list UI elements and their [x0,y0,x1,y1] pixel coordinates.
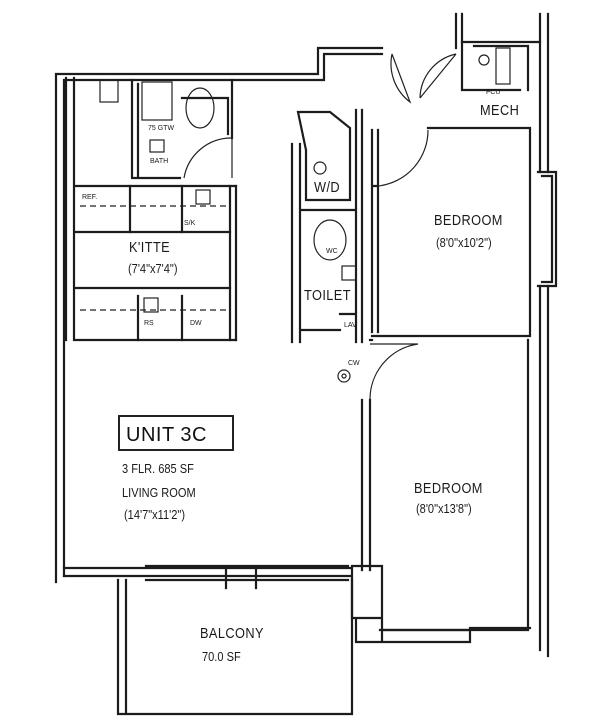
bedroom2-name: BEDROOM [414,480,483,497]
exterior-wall-right [538,12,550,658]
kitchen-dims: (7'4"x7'4") [128,261,178,276]
fixture-range: RS [144,320,154,327]
bedroom2-door-swing [369,343,419,401]
washer-dryer-stack [313,161,327,175]
bath-walls [130,78,234,180]
mech-unit [495,47,511,85]
kitchen-name: K'ITTE [129,239,171,256]
kitchen-partition [128,184,238,342]
fixture-cw: CW [348,360,360,367]
exterior-wall [54,46,384,584]
bedroom-window-frame [536,170,558,288]
toilet-room-lav [341,265,357,281]
balcony-edge [116,578,354,716]
fixture-fcu: FCU [486,89,501,96]
fcu-symbol [337,369,351,383]
fixture-ref: REF. [82,194,98,201]
balcony-area: 70.0 SF [202,649,241,664]
washer-closet [296,110,352,202]
unit-title: UNIT 3C [126,424,207,446]
fixture-wc: WC [326,248,338,255]
toilet-bowl [185,87,215,129]
entry-door-swing [390,53,412,104]
bedroom2-walls [360,338,530,632]
balcony-name: BALCONY [200,625,264,642]
unit-title-box: UNIT 3C [118,415,234,451]
mech-name: MECH [480,102,520,119]
wh-box [99,79,119,103]
living-room-name: LIVING ROOM [122,485,196,500]
core-wall [290,108,364,344]
bedroom1-walls [370,126,532,338]
laundry-name: W/D [314,179,341,196]
fixture-sink: S/K [184,220,196,227]
bedroom1-door-swing [377,129,429,187]
mech-fan [478,54,490,66]
range-box [143,297,159,313]
toilet-name: TOILET [304,287,351,304]
bedroom2-window [382,626,532,644]
fixture-dw: DW [190,320,202,327]
unit-floor-area: 3 FLR. 685 SF [122,461,194,476]
bathtub-outline [141,81,173,121]
toilet-room-wc [313,219,347,261]
living-room-dims: (14'7"x11'2") [124,507,186,522]
fixture-lav: LAV [344,322,357,329]
counter-dash [80,205,226,311]
bedroom1-name: BEDROOM [434,212,503,229]
mech-door-swing [419,53,457,99]
ref-box [195,189,211,205]
column-bottom [350,564,384,644]
kitchen-wall [64,76,238,342]
bedroom2-dims: (8'0"x13'8") [416,501,472,516]
exterior-wall-top-right [454,12,542,50]
bedroom1-dims: (8'0"x10'2") [436,235,492,250]
fixture-water-heater: 75 GTW [148,125,175,132]
mech-box [460,40,530,92]
living-window-wall [62,564,352,590]
fixture-bath: BATH [150,158,169,165]
bath-door-swing [183,137,233,179]
lav-box [149,139,165,153]
